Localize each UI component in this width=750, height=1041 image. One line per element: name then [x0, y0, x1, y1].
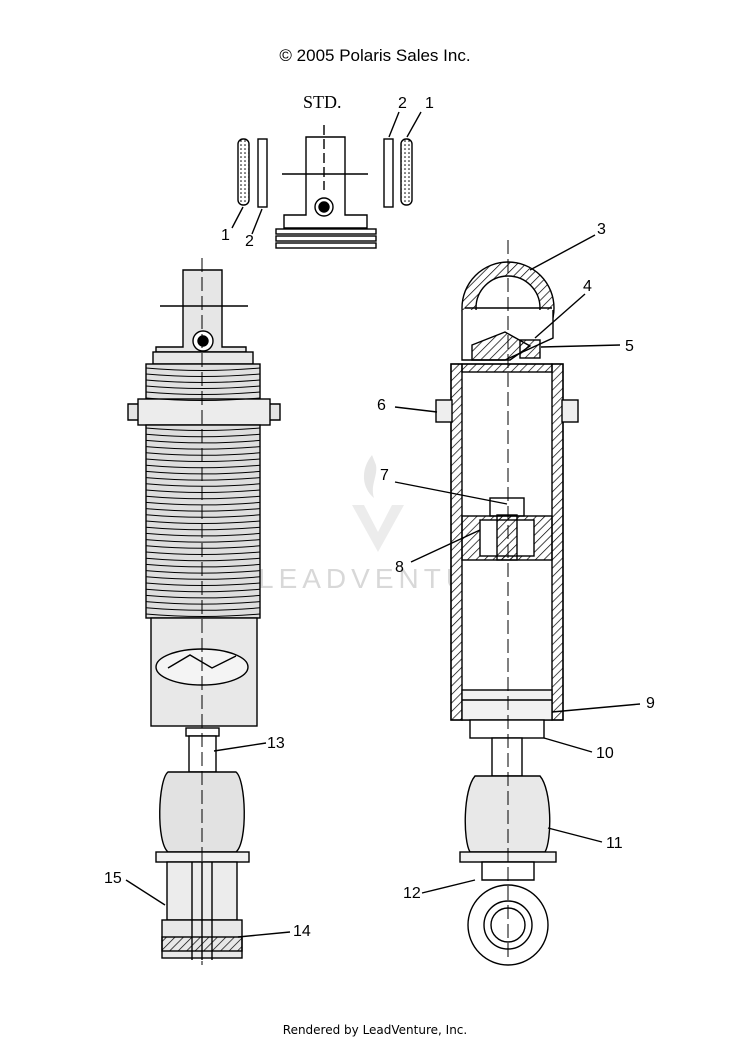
spring-coil-line: [145, 576, 261, 580]
spring-coil-line: [145, 520, 261, 524]
spring-coil-line: [145, 594, 261, 599]
spring-coil-line: [145, 551, 261, 555]
callout-5: 5: [625, 338, 634, 355]
spring-coil-line: [145, 501, 261, 506]
left-shock-exterior: [125, 258, 291, 965]
callout-6: 6: [377, 397, 386, 414]
spring-coil-line: [145, 391, 261, 395]
spring-coil-line: [145, 539, 261, 543]
spring-coil-line: [145, 373, 261, 377]
spring-coil-line: [145, 458, 261, 462]
spring-coil-line: [145, 379, 261, 383]
callout-9: 9: [646, 695, 655, 712]
std-detail: [231, 111, 422, 249]
spring-coil-line: [145, 427, 261, 431]
copyright-notice: © 2005 Polaris Sales Inc.: [279, 46, 471, 65]
footer-credit: Rendered by LeadVenture, Inc.: [282, 1023, 468, 1037]
spring-coil-line: [145, 464, 261, 469]
spring-coil-line: [145, 367, 261, 371]
callout-14: 14: [293, 923, 311, 940]
spring-coil-line: [145, 385, 261, 389]
callout-15: 15: [104, 870, 122, 887]
spring-coil-line: [145, 508, 261, 512]
spring-coil-line: [145, 489, 261, 493]
callout-1-right: 1: [425, 95, 434, 112]
callout-7: 7: [380, 467, 389, 484]
callout-1-left: 1: [221, 227, 230, 244]
spring-coil-line: [145, 557, 261, 562]
spring-coil-line: [145, 439, 261, 444]
spring-coil-line: [145, 582, 261, 586]
spring-coil-line: [145, 477, 261, 481]
spring-coils: [145, 367, 261, 617]
spring-coil-line: [145, 433, 261, 438]
spring-coil-line: [145, 601, 261, 605]
callout-10: 10: [596, 745, 614, 762]
spring-coil-line: [145, 495, 261, 500]
spring-coil-line: [145, 470, 261, 475]
spring-coil-line: [145, 532, 261, 537]
spring-coil-line: [145, 446, 261, 450]
watermark-logo: [352, 455, 404, 552]
callout-4: 4: [583, 278, 592, 295]
callout-12: 12: [403, 885, 421, 902]
callout-3: 3: [597, 221, 606, 238]
callout-11: 11: [606, 835, 623, 852]
callout-2-left: 2: [245, 233, 254, 250]
callout-8: 8: [395, 559, 404, 576]
spring-coil-line: [145, 570, 261, 574]
spring-coil-line: [145, 588, 261, 593]
spring-coil-line: [145, 607, 261, 611]
right-shock-section: [394, 234, 641, 966]
spring-coil-line: [145, 526, 261, 531]
spring-coil-line: [145, 613, 261, 617]
spring-coil-line: [145, 545, 261, 549]
spring-coil-line: [145, 397, 261, 401]
spring-coil-line: [145, 514, 261, 518]
spring-coil-line: [145, 483, 261, 487]
spring-coil-line: [145, 452, 261, 456]
spring-coil-line: [145, 563, 261, 568]
callout-13: 13: [267, 735, 285, 752]
callout-2-right: 2: [398, 95, 407, 112]
std-label: STD.: [303, 92, 342, 112]
